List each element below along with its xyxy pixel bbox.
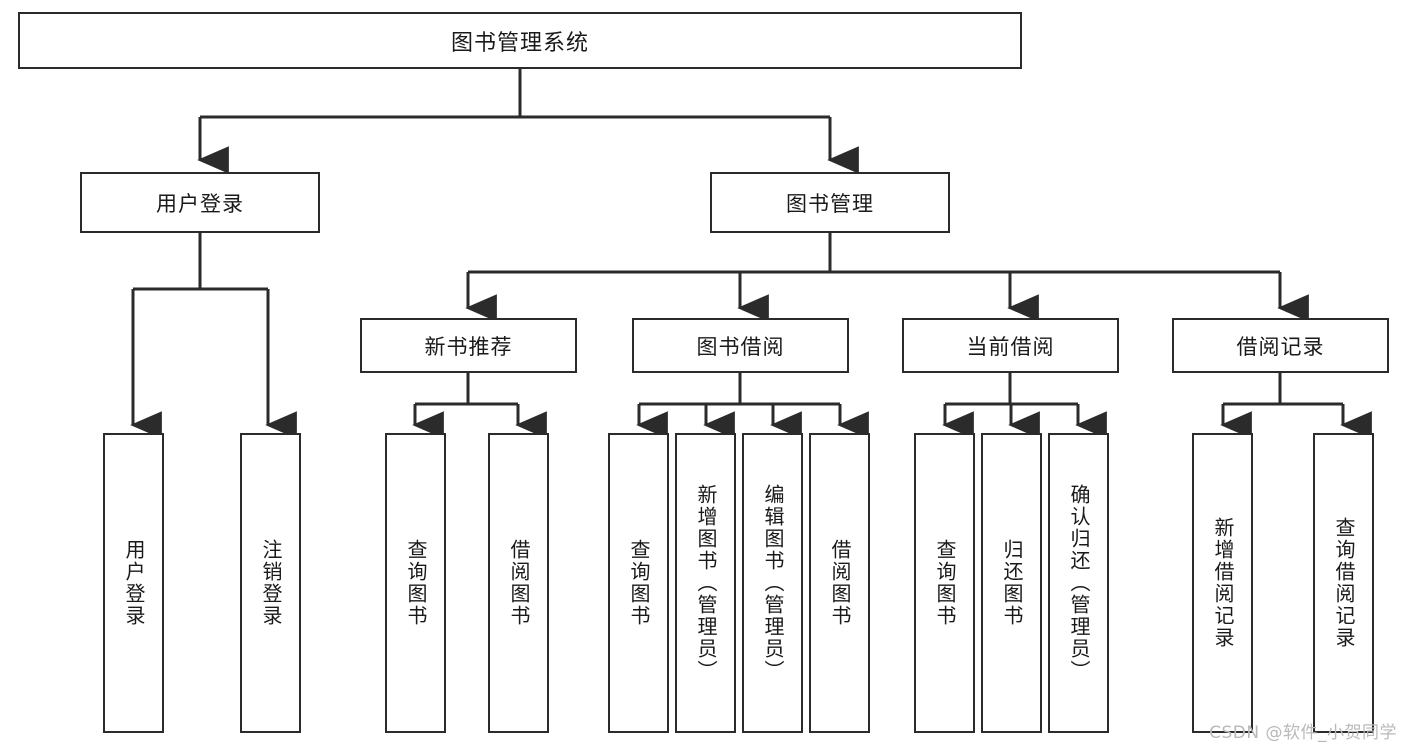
node-label: 用户登录: [122, 539, 146, 627]
node-user-login[interactable]: 用户登录: [80, 172, 320, 233]
node-label: 查询图书: [627, 539, 651, 627]
csdn-watermark: CSDN @软件_小贺同学: [1209, 723, 1397, 743]
node-label: 当前借阅: [966, 334, 1055, 359]
node-root-system[interactable]: 图书管理系统: [18, 12, 1022, 69]
node-label: 查询图书: [404, 539, 428, 627]
node-label: 图书管理: [786, 191, 874, 216]
node-label: 查询图书: [933, 539, 957, 627]
leaf-confirm-return-admin[interactable]: 确认归还（管理员）: [1048, 433, 1109, 733]
node-label: 借阅图书: [507, 539, 531, 627]
leaf-add-book-admin[interactable]: 新增图书（管理员）: [675, 433, 736, 733]
node-label: 图书借阅: [696, 334, 785, 359]
node-label: 用户登录: [156, 191, 244, 216]
node-label: 借阅图书: [828, 539, 852, 627]
leaf-borrow-book-recommend[interactable]: 借阅图书: [488, 433, 549, 733]
leaf-logout[interactable]: 注销登录: [240, 433, 301, 733]
leaf-query-book-borrow[interactable]: 查询图书: [608, 433, 669, 733]
node-label: 确认归还（管理员）: [1067, 484, 1091, 682]
node-label: 注销登录: [259, 539, 283, 627]
node-book-management[interactable]: 图书管理: [710, 172, 950, 233]
node-label: 归还图书: [1000, 539, 1024, 627]
leaf-query-borrow-record[interactable]: 查询借阅记录: [1313, 433, 1374, 733]
node-label: 新增借阅记录: [1211, 517, 1235, 649]
node-new-book-recommend[interactable]: 新书推荐: [360, 318, 577, 373]
leaf-borrow-book[interactable]: 借阅图书: [809, 433, 870, 733]
node-label: 编辑图书（管理员）: [761, 484, 785, 682]
leaf-query-book-current[interactable]: 查询图书: [914, 433, 975, 733]
leaf-user-login[interactable]: 用户登录: [103, 433, 164, 733]
leaf-return-book[interactable]: 归还图书: [981, 433, 1042, 733]
node-label: 借阅记录: [1236, 334, 1325, 359]
leaf-add-borrow-record[interactable]: 新增借阅记录: [1192, 433, 1253, 733]
node-current-borrow[interactable]: 当前借阅: [902, 318, 1119, 373]
node-label: 新书推荐: [424, 334, 513, 359]
node-label: 新增图书（管理员）: [694, 484, 718, 682]
leaf-query-book-recommend[interactable]: 查询图书: [385, 433, 446, 733]
node-label: 查询借阅记录: [1332, 517, 1356, 649]
node-borrow-record[interactable]: 借阅记录: [1172, 318, 1389, 373]
node-label: 图书管理系统: [450, 30, 589, 56]
node-book-borrow[interactable]: 图书借阅: [632, 318, 849, 373]
leaf-edit-book-admin[interactable]: 编辑图书（管理员）: [742, 433, 803, 733]
